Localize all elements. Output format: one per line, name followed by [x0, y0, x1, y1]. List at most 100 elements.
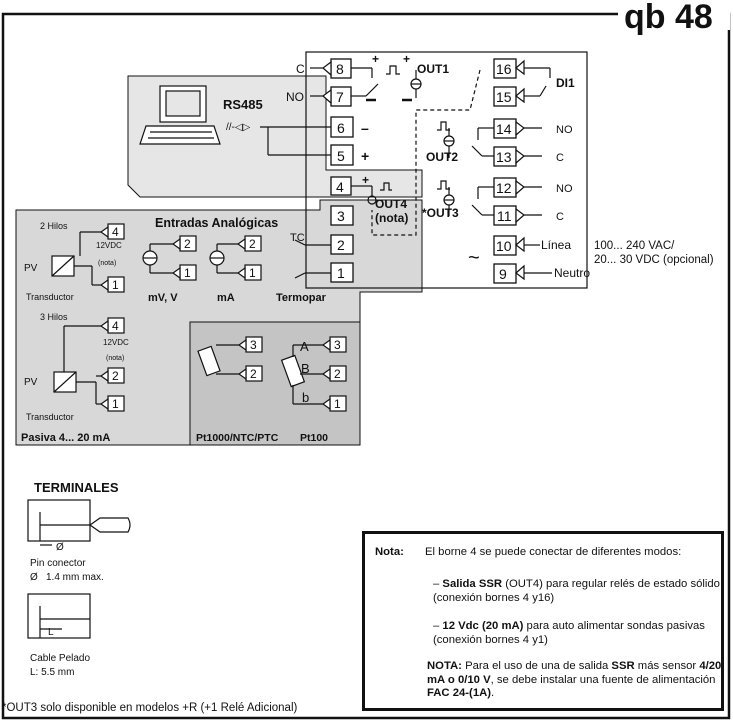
label-pt100: Pt100	[300, 432, 328, 444]
note-intro: El borne 4 se puede conectar de diferent…	[425, 546, 682, 558]
cable-size: L: 5.5 mm	[30, 667, 74, 678]
label-pv-b: PV	[24, 377, 38, 388]
svg-text:4: 4	[112, 319, 119, 333]
svg-text:7: 7	[336, 89, 344, 105]
label-c-13: C	[556, 152, 564, 164]
cable-label: Cable Pelado	[30, 653, 90, 664]
label-a: A	[300, 339, 309, 354]
footnote: *OUT3 solo disponible en modelos +R (+1 …	[2, 702, 298, 714]
svg-text:5: 5	[337, 148, 345, 164]
label-linea: Línea	[541, 238, 571, 252]
svg-text:1: 1	[184, 266, 191, 280]
label-ma: mA	[217, 292, 235, 304]
svg-text:14: 14	[496, 121, 512, 137]
pin-size: 1.4 mm max.	[46, 572, 104, 583]
svg-text:1: 1	[112, 278, 119, 292]
svg-text:2: 2	[334, 367, 341, 381]
note-label: Nota:	[375, 546, 404, 558]
terminal-9: 9	[493, 263, 517, 284]
out3-ssr-symbol	[437, 180, 455, 216]
label-c-11: C	[556, 211, 564, 223]
out1-ssr-symbol	[366, 65, 422, 102]
svg-text:4: 4	[112, 225, 119, 239]
out4-ssr-symbol	[366, 182, 392, 205]
label-neutro: Neutro	[554, 266, 590, 280]
l-label: L	[48, 627, 54, 638]
terminal-14: 14	[493, 118, 517, 139]
svg-text:3: 3	[334, 338, 341, 352]
ac-symbol: ~	[468, 247, 480, 269]
label-out3: *OUT3	[422, 206, 459, 220]
label-di1: DI1	[556, 76, 575, 90]
terminal-2: 2	[330, 234, 354, 255]
label-tc: TC	[290, 232, 305, 244]
rs485-link-icon: //-◁▷	[226, 122, 251, 133]
svg-text:12: 12	[496, 180, 512, 196]
diam-symbol-2: Ø	[30, 572, 38, 583]
computer-icon	[139, 85, 221, 145]
svg-text:2: 2	[112, 369, 119, 383]
brand-logo: qb 48	[624, 0, 713, 36]
label-no: NO	[286, 90, 304, 104]
terminal-block	[305, 51, 588, 289]
terminal-1: 1	[330, 262, 354, 283]
label-mv: mV, V	[148, 292, 178, 304]
svg-text:3: 3	[250, 338, 257, 352]
svg-text:1: 1	[337, 265, 345, 281]
label-plus-5: +	[361, 148, 369, 164]
terminal-12: 12	[493, 177, 517, 198]
terminales-title: TERMINALES	[34, 480, 119, 495]
label-termopar: Termopar	[276, 292, 327, 304]
label-plus-4: +	[362, 173, 369, 187]
label-plus-out1: +	[372, 52, 379, 66]
out2-ssr-symbol	[437, 121, 455, 158]
note-item-1: – Salida SSR (OUT4) para regular relés d…	[433, 578, 720, 604]
terminal-15: 15	[493, 86, 517, 107]
svg-text:2: 2	[184, 237, 191, 251]
label-nota-a: (nota)	[98, 260, 116, 267]
svg-text:1: 1	[112, 397, 119, 411]
pin-label: Pin conector	[30, 558, 86, 569]
note-box: Nota: El borne 4 se puede conectar de di…	[362, 531, 724, 711]
label-b: B	[301, 361, 310, 376]
svg-text:1: 1	[334, 397, 341, 411]
analog-title: Entradas Analógicas	[155, 216, 278, 230]
svg-text:10: 10	[496, 238, 512, 254]
label-3-hilos: 3 Hilos	[40, 312, 68, 322]
label-out2: OUT2	[426, 150, 458, 164]
note-item-2: – 12 Vdc (20 mA) para auto alimentar son…	[433, 620, 705, 646]
terminal-16: 16	[493, 58, 517, 79]
label-transductor-a: Transductor	[26, 292, 74, 302]
label-no-14: NO	[556, 124, 573, 136]
pin-connector-icon	[27, 499, 131, 546]
terminal-5: 5	[330, 144, 354, 166]
label-pt1000: Pt1000/NTC/PTC	[196, 432, 279, 444]
svg-text:16: 16	[496, 61, 512, 77]
svg-text:4: 4	[336, 179, 344, 195]
svg-text:11: 11	[497, 208, 512, 224]
svg-text:1: 1	[249, 266, 256, 280]
svg-text:2: 2	[249, 237, 256, 251]
stripped-cable-icon	[27, 593, 91, 639]
diam-symbol: Ø	[56, 542, 64, 553]
terminal-7: 7	[330, 86, 352, 107]
outer-frame	[1, 12, 731, 720]
label-2-hilos: 2 Hilos	[40, 221, 68, 231]
terminal-13: 13	[493, 146, 517, 167]
note-nota2: NOTA: Para el uso de una de salida SSR m…	[427, 660, 722, 700]
terminal-4: 4	[330, 176, 352, 196]
svg-text:2: 2	[337, 237, 345, 253]
svg-text:9: 9	[499, 266, 507, 282]
label-nota-b: (nota)	[106, 355, 124, 362]
supply-line2: 20... 30 VDC (opcional)	[594, 254, 714, 266]
label-plus-out1b: +	[403, 52, 410, 66]
svg-text:3: 3	[337, 208, 345, 224]
supply-line1: 100... 240 VAC/	[594, 240, 675, 252]
svg-text:2: 2	[250, 367, 257, 381]
label-out4: OUT4	[375, 197, 407, 211]
label-out1: OUT1	[417, 62, 449, 76]
terminal-3: 3	[330, 205, 354, 226]
svg-text:8: 8	[336, 61, 344, 77]
svg-text:6: 6	[337, 120, 345, 136]
